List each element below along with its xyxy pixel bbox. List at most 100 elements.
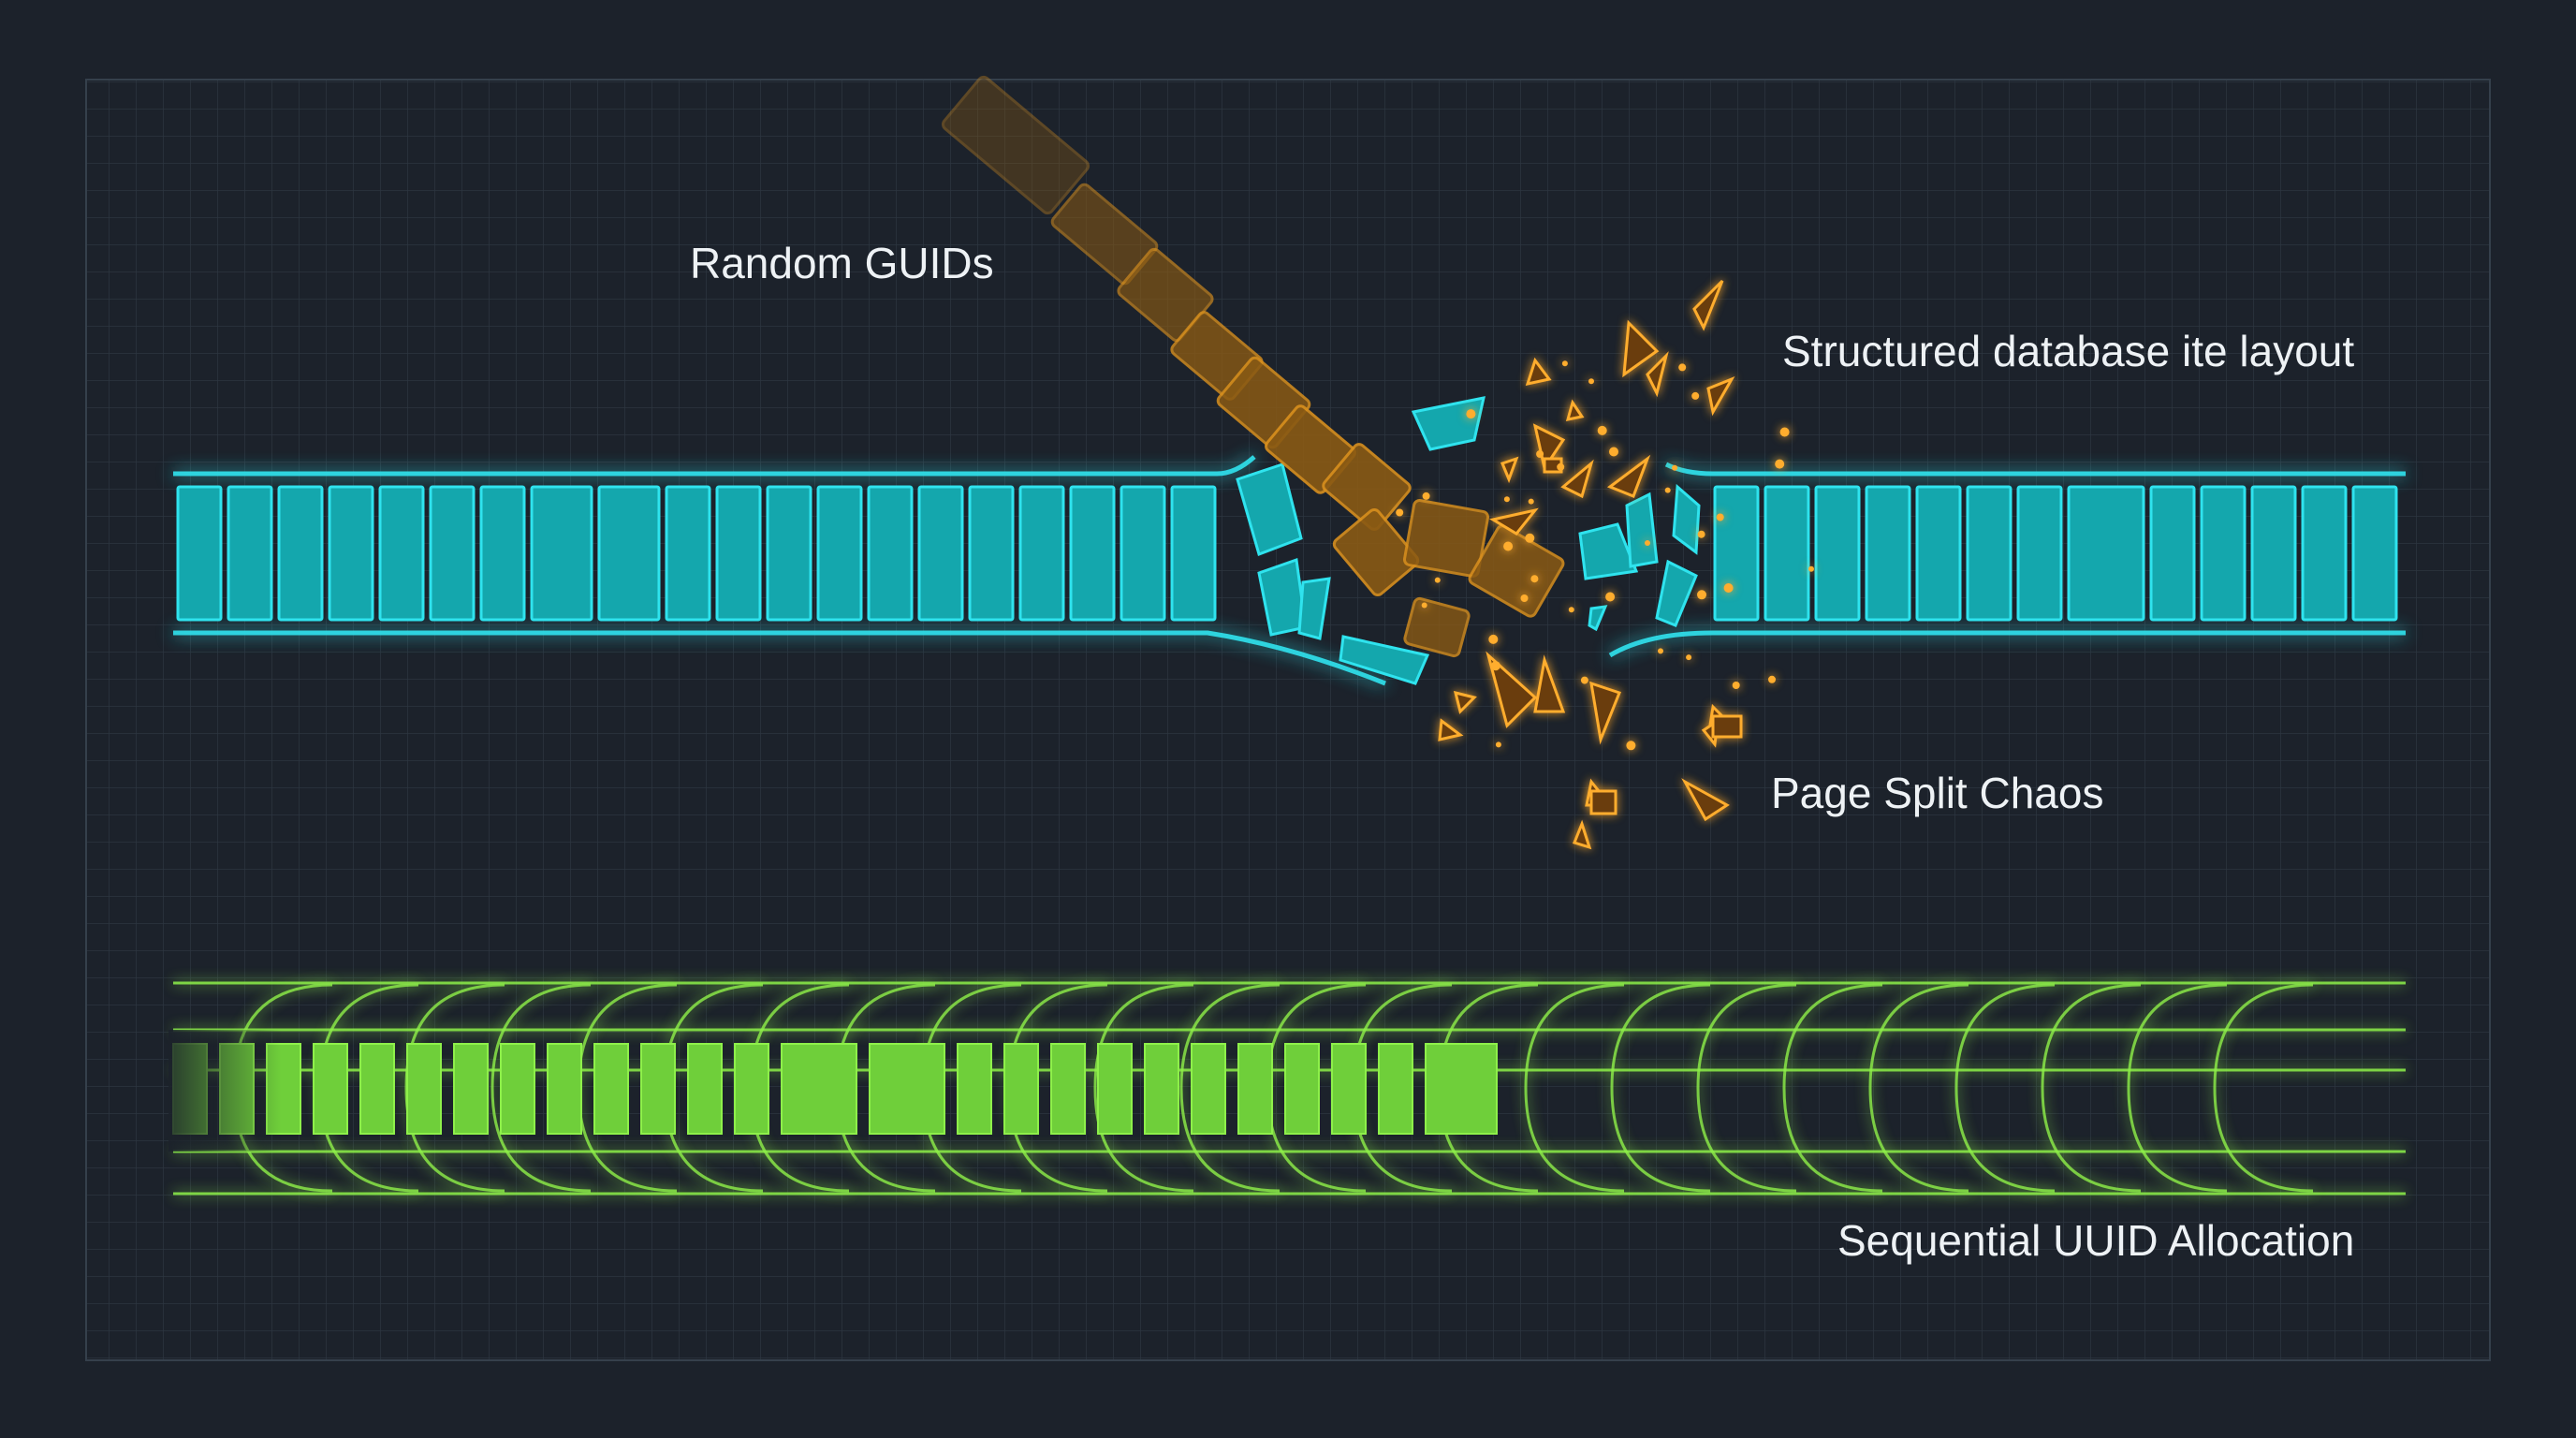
spark-dot bbox=[1645, 540, 1650, 546]
sequential-page bbox=[1191, 1043, 1226, 1135]
index-page bbox=[715, 485, 762, 622]
spark-shard bbox=[1453, 690, 1477, 714]
spark-dot bbox=[1580, 676, 1588, 684]
spark-dot bbox=[1775, 459, 1785, 469]
spark-dot bbox=[1605, 592, 1616, 602]
index-page bbox=[968, 485, 1015, 622]
sequential-page bbox=[1144, 1043, 1179, 1135]
spark-dot bbox=[1779, 427, 1790, 437]
flow-arc bbox=[1954, 983, 2056, 1193]
spark-dot bbox=[1626, 741, 1636, 751]
sequential-page bbox=[640, 1043, 676, 1135]
index-pages-left bbox=[176, 485, 1217, 622]
spark-shard bbox=[1532, 423, 1566, 472]
spark-shard bbox=[1500, 456, 1519, 484]
spark-dot bbox=[1588, 378, 1594, 385]
index-page bbox=[917, 485, 964, 622]
index-page bbox=[766, 485, 812, 622]
index-page bbox=[665, 485, 711, 622]
spark-shard bbox=[1565, 399, 1585, 421]
sequential-page bbox=[957, 1043, 992, 1135]
sequential-page bbox=[734, 1043, 769, 1135]
sequential-pages bbox=[172, 1043, 1498, 1135]
random-guid-stream bbox=[942, 75, 1565, 658]
spark-dot bbox=[1557, 462, 1565, 471]
index-page bbox=[1915, 485, 1962, 622]
spark-shard bbox=[1646, 351, 1669, 398]
spark-dot bbox=[1732, 682, 1740, 689]
sequential-page bbox=[1237, 1043, 1273, 1135]
index-page bbox=[1120, 485, 1166, 622]
flow-arc bbox=[490, 983, 592, 1193]
spark-dot bbox=[1768, 675, 1776, 683]
index-shard bbox=[1411, 396, 1486, 451]
sequential-page bbox=[687, 1043, 723, 1135]
sequential-page bbox=[1284, 1043, 1320, 1135]
guid-block bbox=[1332, 507, 1420, 597]
spark-shard bbox=[1489, 507, 1539, 536]
spark-dot bbox=[1678, 363, 1687, 372]
guid-block bbox=[1403, 596, 1471, 658]
flow-arc bbox=[1696, 983, 1797, 1193]
index-page bbox=[2351, 485, 2398, 622]
sequential-page bbox=[313, 1043, 348, 1135]
index-pages-right bbox=[1713, 485, 2398, 622]
label-structured-layout: Structured database іte layout bbox=[1782, 327, 2355, 375]
flow-arc bbox=[1093, 983, 1194, 1193]
spark-dot bbox=[1536, 450, 1544, 458]
index-page bbox=[1764, 485, 1810, 622]
spark-square bbox=[1711, 714, 1743, 739]
index-page bbox=[2250, 485, 2297, 622]
index-shard bbox=[1625, 492, 1659, 568]
index-page bbox=[2301, 485, 2348, 622]
index-shard bbox=[1578, 522, 1639, 580]
spark-dot bbox=[1658, 648, 1663, 654]
spark-dot bbox=[1503, 541, 1514, 551]
flow-arc bbox=[1868, 983, 1969, 1193]
spark-dot bbox=[1723, 583, 1734, 593]
spark-dot bbox=[1495, 741, 1501, 748]
index-shard bbox=[1655, 559, 1698, 627]
sequential-page bbox=[406, 1043, 442, 1135]
index-page bbox=[277, 485, 324, 622]
spark-shard bbox=[1525, 357, 1552, 387]
sequential-page bbox=[1378, 1043, 1413, 1135]
spark-square bbox=[1589, 789, 1617, 815]
index-page bbox=[1069, 485, 1116, 622]
sequential-page bbox=[781, 1043, 857, 1135]
index-page bbox=[816, 485, 863, 622]
index-shard bbox=[1236, 462, 1303, 556]
spark-dot bbox=[1664, 487, 1671, 493]
sequential-page bbox=[1425, 1043, 1498, 1135]
index-page bbox=[176, 485, 223, 622]
spark-dot bbox=[1530, 575, 1539, 583]
index-page bbox=[227, 485, 273, 622]
spark-dot bbox=[1686, 654, 1692, 661]
sequential-page bbox=[1097, 1043, 1133, 1135]
label-page-split-chaos: Page Split Chaos bbox=[1771, 769, 2104, 817]
index-page bbox=[1170, 485, 1217, 622]
index-page bbox=[429, 485, 476, 622]
spark-dot bbox=[1488, 634, 1499, 644]
spark-shard bbox=[1438, 718, 1464, 741]
index-page bbox=[2067, 485, 2145, 622]
sequential-page bbox=[1331, 1043, 1367, 1135]
index-page bbox=[1814, 485, 1861, 622]
index-page bbox=[378, 485, 425, 622]
sequential-page bbox=[359, 1043, 395, 1135]
spark-dot bbox=[1597, 425, 1607, 435]
sequential-page bbox=[1003, 1043, 1039, 1135]
flow-arc bbox=[2127, 983, 2228, 1193]
index-page bbox=[1865, 485, 1911, 622]
clustered-index-track bbox=[173, 396, 2406, 686]
guid-block bbox=[942, 75, 1090, 215]
label-random-guids: Random GUIDs bbox=[690, 239, 994, 287]
index-page bbox=[867, 485, 914, 622]
index-page bbox=[530, 485, 593, 622]
index-shards bbox=[1236, 396, 1701, 685]
flow-arc bbox=[1782, 983, 1883, 1193]
label-sequential-uuid: Sequential UUID Allocation bbox=[1837, 1216, 2355, 1265]
spark-dot bbox=[1697, 590, 1706, 600]
spark-dot bbox=[1697, 530, 1705, 538]
sequential-page bbox=[1050, 1043, 1086, 1135]
